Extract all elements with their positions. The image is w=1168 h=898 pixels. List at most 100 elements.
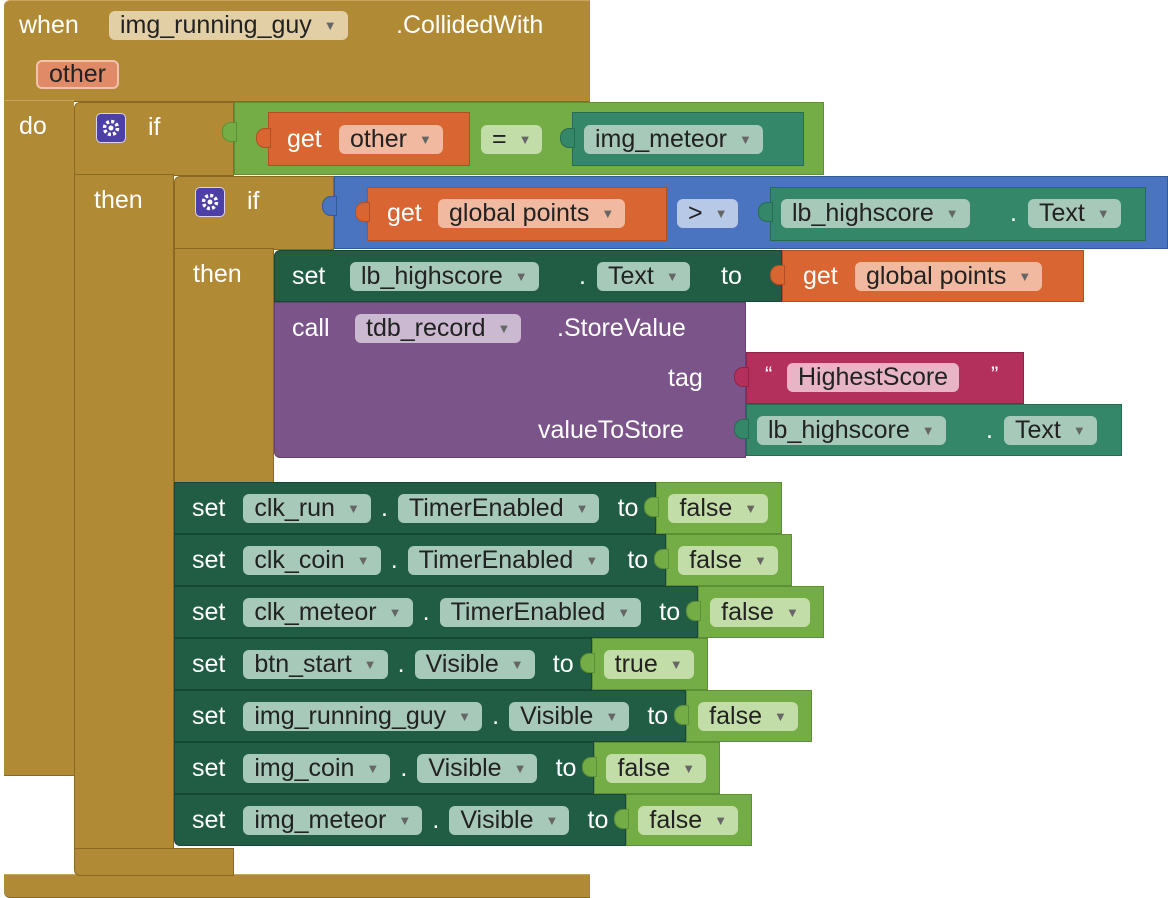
- dot-label: .: [986, 416, 993, 444]
- logic-socket-notch: [654, 549, 670, 569]
- component-value: img_coin: [254, 754, 355, 782]
- boolean-value: false: [649, 806, 703, 834]
- var-value: global points: [866, 262, 1007, 290]
- set-label: set: [192, 702, 226, 730]
- to-label: to: [659, 598, 681, 626]
- event-param-other[interactable]: other: [36, 60, 119, 89]
- component-dropdown-img-meteor[interactable]: img_meteor▼: [243, 806, 423, 835]
- to-label: to: [587, 806, 609, 834]
- component-dropdown-tdb-record[interactable]: tdb_record ▼: [355, 314, 522, 343]
- property-dropdown-timerenabled[interactable]: TimerEnabled▼: [407, 546, 610, 575]
- component-dropdown-clk-meteor[interactable]: clk_meteor▼: [243, 598, 413, 627]
- then-label: then: [193, 260, 242, 288]
- component-value: clk_meteor: [254, 598, 377, 626]
- dropdown-arrow-icon: ▼: [575, 501, 589, 516]
- dropdown-arrow-icon: ▼: [744, 501, 758, 516]
- logic-socket-notch: [579, 653, 595, 673]
- math-socket-notch: [322, 196, 337, 216]
- dropdown-arrow-icon: ▼: [398, 813, 412, 828]
- property-dropdown-visible[interactable]: Visible▼: [417, 754, 538, 783]
- event-component-dropdown[interactable]: img_running_guy ▼: [109, 11, 348, 40]
- dot-label: .: [579, 262, 586, 290]
- boolean-dropdown-false[interactable]: false▼: [698, 702, 798, 731]
- then-label: then: [94, 186, 143, 214]
- boolean-dropdown-true[interactable]: true▼: [603, 650, 694, 679]
- component-dropdown-clk-run[interactable]: clk_run▼: [243, 494, 371, 523]
- dropdown-arrow-icon: ▼: [714, 813, 728, 828]
- property-value: Visible: [425, 650, 499, 678]
- set-label: set: [192, 650, 226, 678]
- dot-label: .: [380, 494, 388, 522]
- dropdown-arrow-icon: ▼: [601, 206, 615, 221]
- boolean-dropdown-false[interactable]: false ▼: [606, 754, 707, 783]
- boolean-dropdown-false[interactable]: false▼: [678, 546, 778, 575]
- property-value: Text: [608, 262, 654, 290]
- dropdown-arrow-icon: ▼: [585, 553, 599, 568]
- component-socket-notch: [560, 128, 575, 148]
- var-dropdown-global-points[interactable]: global points ▼: [438, 199, 626, 228]
- logic-socket-notch: [686, 601, 702, 621]
- component-dropdown-img-meteor[interactable]: img_meteor ▼: [584, 125, 763, 154]
- property-value: Visible: [460, 806, 534, 834]
- component-dropdown-img-running-guy[interactable]: img_running_guy▼: [243, 702, 483, 731]
- value-to-store-label: valueToStore: [538, 416, 684, 444]
- dropdown-arrow-icon: ▼: [785, 605, 799, 620]
- var-value: global points: [449, 199, 590, 227]
- dropdown-arrow-icon: ▼: [669, 657, 683, 672]
- if-label: if: [247, 187, 260, 215]
- dropdown-arrow-icon: ▼: [458, 709, 472, 724]
- property-value: Visible: [428, 754, 502, 782]
- dropdown-arrow-icon: ▼: [617, 605, 631, 620]
- component-value: clk_coin: [254, 546, 345, 574]
- var-dropdown-global-points[interactable]: global points ▼: [855, 262, 1043, 291]
- var-value: other: [350, 125, 407, 153]
- property-dropdown-timerenabled[interactable]: TimerEnabled▼: [439, 598, 642, 627]
- property-dropdown-visible[interactable]: Visible ▼: [414, 650, 535, 679]
- dropdown-arrow-icon: ▼: [356, 553, 370, 568]
- boolean-dropdown-false[interactable]: false ▼: [638, 806, 739, 835]
- event-name-label: .CollidedWith: [396, 11, 544, 39]
- var-dropdown-other[interactable]: other ▼: [339, 125, 443, 154]
- component-dropdown-lb-highscore[interactable]: lb_highscore ▼: [757, 416, 946, 445]
- get-socket-notch: [355, 202, 370, 222]
- component-value: lb_highscore: [792, 199, 934, 227]
- dropdown-arrow-icon: ▼: [1096, 206, 1110, 221]
- component-dropdown-clk-coin[interactable]: clk_coin ▼: [243, 546, 381, 575]
- logic-socket-notch: [644, 497, 660, 517]
- operator-dropdown-greater[interactable]: > ▼: [677, 199, 739, 228]
- set-label: set: [192, 806, 226, 834]
- set-label: set: [192, 754, 226, 782]
- operator-dropdown-equals[interactable]: = ▼: [481, 125, 543, 154]
- boolean-dropdown-false[interactable]: false▼: [710, 598, 810, 627]
- gear-icon[interactable]: [195, 187, 225, 217]
- boolean-dropdown-false[interactable]: false ▼: [668, 494, 769, 523]
- boolean-value: false: [617, 754, 671, 782]
- property-dropdown-text[interactable]: Text ▼: [1004, 416, 1097, 445]
- boolean-value: false: [679, 494, 733, 522]
- get-label: get: [387, 199, 422, 227]
- property-dropdown-visible[interactable]: Visible▼: [449, 806, 570, 835]
- get-socket-notch: [770, 265, 785, 285]
- property-dropdown-text[interactable]: Text ▼: [1028, 199, 1121, 228]
- property-dropdown-text[interactable]: Text ▼: [597, 262, 690, 291]
- property-dropdown-timerenabled[interactable]: TimerEnabled▼: [397, 494, 600, 523]
- text-field-highestscore[interactable]: HighestScore: [787, 363, 960, 392]
- to-label: to: [552, 650, 574, 678]
- component-value: clk_run: [254, 494, 335, 522]
- text-value: HighestScore: [798, 363, 949, 391]
- component-dropdown-img-coin[interactable]: img_coin ▼: [243, 754, 391, 783]
- dropdown-arrow-icon: ▼: [682, 761, 696, 776]
- dropdown-arrow-icon: ▼: [739, 132, 752, 147]
- component-dropdown-btn-start[interactable]: btn_start▼: [243, 650, 388, 679]
- get-socket-notch: [256, 128, 271, 148]
- component-dropdown-lb-highscore[interactable]: lb_highscore ▼: [781, 199, 970, 228]
- dropdown-arrow-icon: ▼: [510, 657, 524, 672]
- gear-icon[interactable]: [96, 113, 126, 143]
- dropdown-arrow-icon: ▼: [945, 206, 959, 221]
- component-dropdown-lb-highscore[interactable]: lb_highscore ▼: [350, 262, 539, 291]
- to-label: to: [617, 494, 639, 522]
- dropdown-arrow-icon: ▼: [366, 761, 380, 776]
- property-dropdown-visible[interactable]: Visible▼: [509, 702, 630, 731]
- set-label: set: [192, 494, 226, 522]
- dropdown-arrow-icon: ▼: [665, 269, 679, 284]
